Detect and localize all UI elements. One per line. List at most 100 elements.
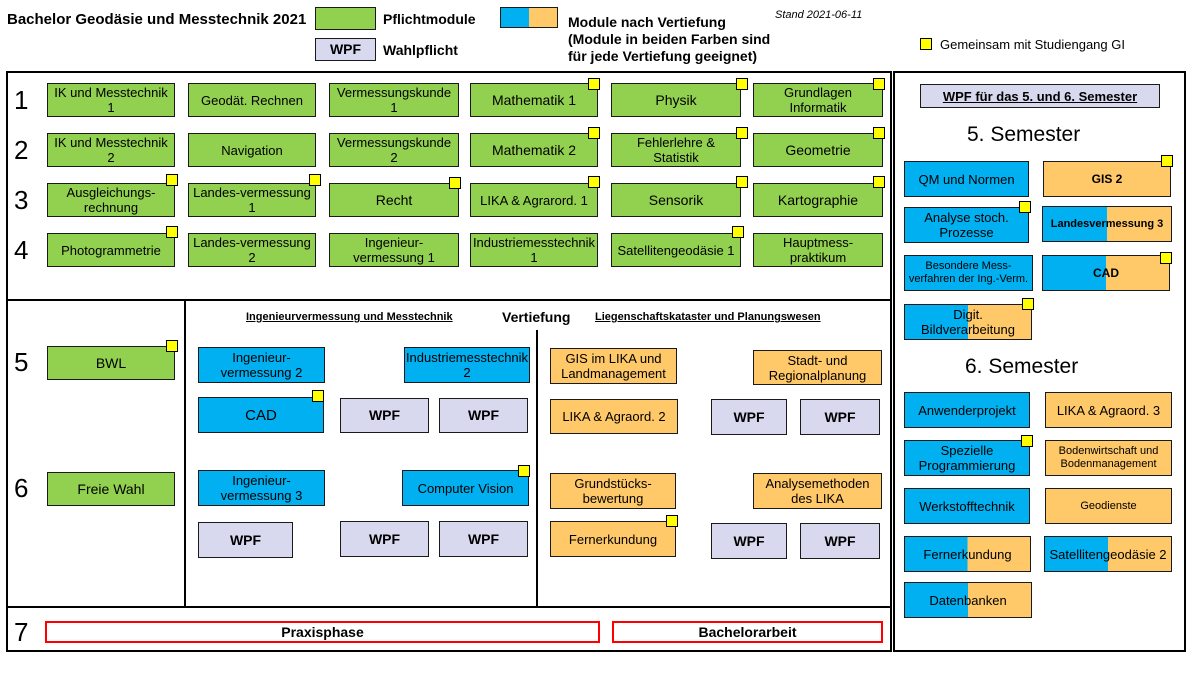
wpf-slot: WPF: [340, 398, 429, 433]
divider-left: [184, 301, 186, 607]
module-computer-vision: Computer Vision: [402, 470, 529, 506]
gemeinsam-marker: [166, 340, 178, 352]
wpf-panel-frame: [893, 71, 1186, 652]
gemeinsam-marker: [518, 465, 530, 477]
wpf-cad: CAD: [1042, 255, 1170, 291]
semester-number-6: 6: [14, 473, 29, 503]
gemeinsam-marker: [1021, 435, 1033, 447]
module-geometrie: Geometrie: [753, 133, 883, 167]
legend-vertiefung-line1: Module nach Vertiefung: [568, 14, 726, 30]
module-grundstuecksbewertung: Grundstücks-bewertung: [550, 473, 676, 509]
module-physik: Physik: [611, 83, 741, 117]
wpf-anwenderprojekt: Anwenderprojekt: [904, 392, 1030, 428]
semester-number-2: 2: [14, 135, 29, 165]
wpf-qm-normen: QM und Normen: [904, 161, 1029, 197]
module-kartographie: Kartographie: [753, 183, 883, 217]
gemeinsam-marker: [312, 390, 324, 402]
semester-5-heading: 5. Semester: [967, 123, 1081, 146]
bachelorarbeit-box: Bachelorarbeit: [612, 621, 883, 643]
gemeinsam-marker: [1160, 252, 1172, 264]
module-vermessungskunde-1: Vermessungskunde 1: [329, 83, 459, 117]
module-industriemesstechnik-1: Industriemesstechnik 1: [470, 233, 598, 267]
module-hauptmesspraktikum: Hauptmess-praktikum: [753, 233, 883, 267]
module-sensorik: Sensorik: [611, 183, 741, 217]
module-freie-wahl: Freie Wahl: [47, 472, 175, 506]
module-ingenieurvermessung-1: Ingenieur-vermessung 1: [329, 233, 459, 267]
legend-wahlpflicht-label: Wahlpflicht: [383, 42, 458, 58]
wpf-slot: WPF: [711, 399, 787, 435]
wpf-datenbanken: Datenbanken: [904, 582, 1032, 618]
praxisphase-box: Praxisphase: [45, 621, 600, 643]
module-grundlagen-informatik: Grundlagen Informatik: [753, 83, 883, 117]
wpf-analyse-stoch-prozesse: Analyse stoch. Prozesse: [904, 207, 1029, 243]
module-stadt-regionalplanung: Stadt- und Regionalplanung: [753, 350, 882, 385]
wpf-satellitengeodaesie-2: Satellitengeodäsie 2: [1044, 536, 1172, 572]
module-ausgleichungsrechnung: Ausgleichungs-rechnung: [47, 183, 175, 217]
wpf-lika-agraord-3: LIKA & Agraord. 3: [1045, 392, 1172, 428]
wpf-panel-title: WPF für das 5. und 6. Semester: [920, 84, 1160, 108]
module-geodaet-rechnen: Geodät. Rechnen: [188, 83, 316, 117]
module-mathematik-1: Mathematik 1: [470, 83, 598, 117]
wpf-fernerkundung: Fernerkundung: [904, 536, 1031, 572]
module-vermessungskunde-2: Vermessungskunde 2: [329, 133, 459, 167]
module-analysemethoden-lika: Analysemethoden des LIKA: [753, 473, 882, 509]
stand-date: Stand 2021-06-11: [775, 9, 863, 21]
gemeinsam-marker: [1022, 298, 1034, 310]
legend-vertiefung-line2: (Module in beiden Farben sind: [568, 31, 771, 47]
module-ik-messtechnik-2: IK und Messtechnik 2: [47, 133, 175, 167]
gemeinsam-marker: [309, 174, 321, 186]
wpf-spezielle-programmierung: Spezielle Programmierung: [904, 440, 1030, 476]
wpf-slot: WPF: [340, 521, 429, 557]
wpf-slot: WPF: [711, 523, 787, 559]
wpf-geodienste: Geodienste: [1045, 488, 1172, 524]
legend-pflicht-swatch: [315, 7, 376, 30]
module-fernerkundung: Fernerkundung: [550, 521, 676, 557]
semester-number-5: 5: [14, 347, 29, 377]
wpf-slot: WPF: [439, 398, 528, 433]
wpf-slot: WPF: [800, 399, 880, 435]
module-industriemesstechnik-2: Industriemesstechnik 2: [404, 347, 530, 383]
module-cad: CAD: [198, 397, 324, 433]
gemeinsam-marker: [588, 176, 600, 188]
gemeinsam-marker: [166, 174, 178, 186]
gemeinsam-marker: [736, 176, 748, 188]
wpf-slot: WPF: [439, 521, 528, 557]
module-fehlerlehre-statistik: Fehlerlehre & Statistik: [611, 133, 741, 167]
module-satellitengeodaesie-1: Satellitengeodäsie 1: [611, 233, 741, 267]
module-landesvermessung-2: Landes-vermessung 2: [188, 233, 316, 267]
heading-liegenschaftskataster: Liegenschaftskataster und Planungswesen: [595, 311, 821, 323]
module-ingenieurvermessung-3: Ingenieur-vermessung 3: [198, 470, 325, 506]
semester-number-4: 4: [14, 235, 29, 265]
gemeinsam-marker: [732, 226, 744, 238]
wpf-slot: WPF: [198, 522, 293, 558]
module-ik-messtechnik-1: IK und Messtechnik 1: [47, 83, 175, 117]
gemeinsam-marker: [166, 226, 178, 238]
divider-middle: [536, 330, 538, 607]
gemeinsam-marker: [666, 515, 678, 527]
module-gis-im-lika: GIS im LIKA und Landmanagement: [550, 348, 677, 384]
module-ingenieurvermessung-2: Ingenieur-vermessung 2: [198, 347, 325, 383]
module-navigation: Navigation: [188, 133, 316, 167]
heading-vertiefung: Vertiefung: [502, 309, 571, 325]
module-mathematik-2: Mathematik 2: [470, 133, 598, 167]
module-lika-agrarord-1: LIKA & Agrarord. 1: [470, 183, 598, 217]
gemeinsam-marker: [873, 176, 885, 188]
semester-number-1: 1: [14, 85, 29, 115]
module-recht: Recht: [329, 183, 459, 217]
semester-7-frame: [6, 606, 892, 652]
wpf-slot: WPF: [800, 523, 880, 559]
wpf-werkstofftechnik: Werkstofftechnik: [904, 488, 1030, 524]
module-photogrammetrie: Photogrammetrie: [47, 233, 175, 267]
legend-vertiefung-line3: für jede Vertiefung geeignet): [568, 48, 758, 64]
page-title: Bachelor Geodäsie und Messtechnik 2021: [7, 11, 307, 28]
wpf-gis-2: GIS 2: [1043, 161, 1171, 197]
heading-ingenieurvermessung: Ingenieurvermessung und Messtechnik: [246, 311, 453, 323]
wpf-landesvermessung-3: Landesvermessung 3: [1042, 206, 1172, 242]
semester-6-heading: 6. Semester: [965, 355, 1079, 378]
legend-gemeinsam-marker: [920, 38, 932, 50]
gemeinsam-marker: [588, 78, 600, 90]
gemeinsam-marker: [736, 127, 748, 139]
gemeinsam-marker: [1019, 201, 1031, 213]
gemeinsam-marker: [873, 127, 885, 139]
module-landesvermessung-1: Landes-vermessung 1: [188, 183, 316, 217]
